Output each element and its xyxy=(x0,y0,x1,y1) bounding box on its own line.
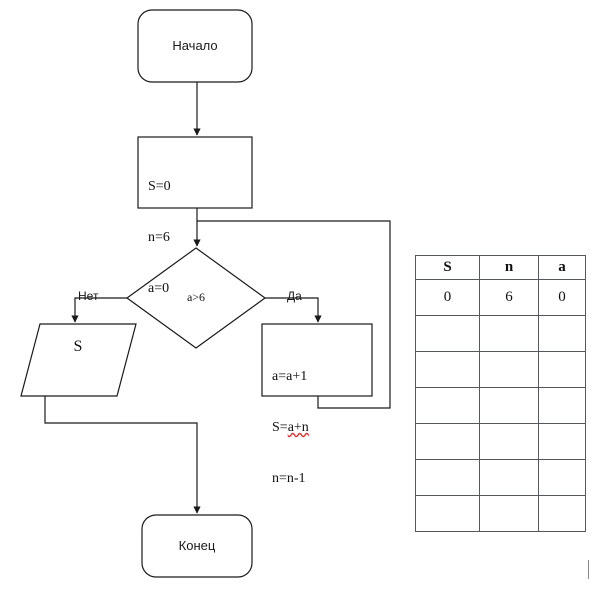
connector-no-branch xyxy=(71,297,127,323)
connector-output-to-end xyxy=(44,396,201,514)
trace-cell-a xyxy=(538,315,586,352)
table-row xyxy=(415,495,586,532)
start-node-shape xyxy=(137,9,253,83)
connector-loop-back xyxy=(197,220,391,409)
trace-cell-a xyxy=(538,495,586,532)
loop-body-node-shape xyxy=(261,323,373,397)
trace-table: S n a 0 6 0 xyxy=(415,255,586,532)
trace-cell-s xyxy=(415,423,480,460)
table-row: 0 6 0 xyxy=(415,279,586,316)
trace-cell-s xyxy=(415,351,480,388)
trace-cell-a xyxy=(538,387,586,424)
trace-cell-a xyxy=(538,351,586,388)
trace-cell-n xyxy=(479,315,539,352)
trace-cell-a xyxy=(538,423,586,460)
trace-cell-s xyxy=(415,387,480,424)
trace-cell-s: 0 xyxy=(415,279,480,316)
connector-yes-branch xyxy=(265,297,322,323)
trace-cell-n xyxy=(479,495,539,532)
trace-cell-n xyxy=(479,459,539,496)
trace-table-body: 0 6 0 xyxy=(415,279,586,532)
page-corner-tick-mark xyxy=(588,560,589,579)
trace-cell-s xyxy=(415,315,480,352)
trace-table-header-a: a xyxy=(538,255,586,280)
trace-cell-n: 6 xyxy=(479,279,539,316)
table-row xyxy=(415,423,586,460)
trace-cell-a xyxy=(538,459,586,496)
trace-cell-s xyxy=(415,459,480,496)
table-row xyxy=(415,459,586,496)
trace-cell-n xyxy=(479,387,539,424)
end-node-shape xyxy=(141,514,253,578)
trace-cell-n xyxy=(479,423,539,460)
trace-cell-a: 0 xyxy=(538,279,586,316)
decision-node-shape xyxy=(125,247,267,349)
trace-table-header-row: S n a xyxy=(415,255,586,280)
trace-table-header-s: S xyxy=(415,255,480,280)
output-node-shape xyxy=(20,323,137,397)
trace-table-header-n: n xyxy=(479,255,539,280)
trace-cell-n xyxy=(479,351,539,388)
table-row xyxy=(415,315,586,352)
trace-cell-s xyxy=(415,495,480,532)
table-row xyxy=(415,387,586,424)
init-node-shape xyxy=(137,136,253,209)
table-row xyxy=(415,351,586,388)
